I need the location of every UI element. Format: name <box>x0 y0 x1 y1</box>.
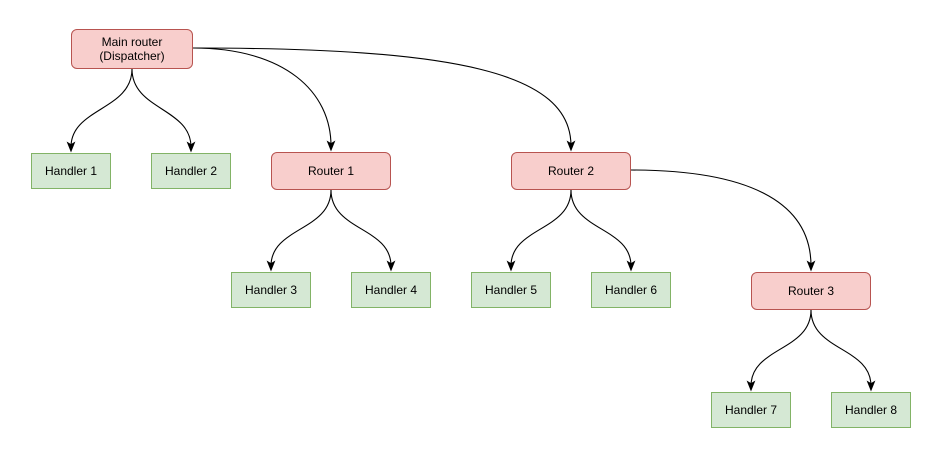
node-label-main-router: Main router (Dispatcher) <box>99 35 165 63</box>
node-label-handler-4: Handler 4 <box>364 283 418 297</box>
node-handler-5[interactable]: Handler 5 <box>471 272 551 308</box>
edge-router-2-to-router-3 <box>630 169 816 272</box>
edge-main-to-router-2 <box>192 47 576 152</box>
node-router-2[interactable]: Router 2 <box>511 152 631 190</box>
node-label-handler-8: Handler 8 <box>844 403 898 417</box>
node-handler-4[interactable]: Handler 4 <box>351 272 431 308</box>
edge-router-1-to-handler-4 <box>330 189 396 272</box>
edge-router-3-to-handler-7 <box>746 309 812 392</box>
edge-router-1-to-handler-3 <box>266 189 332 272</box>
node-label-handler-2: Handler 2 <box>164 164 218 178</box>
node-label-handler-6: Handler 6 <box>604 283 658 297</box>
node-handler-7[interactable]: Handler 7 <box>711 392 791 428</box>
edge-router-2-to-handler-5 <box>506 189 572 272</box>
node-router-1[interactable]: Router 1 <box>271 152 391 190</box>
edge-main-to-handler-2 <box>131 68 196 153</box>
node-router-3[interactable]: Router 3 <box>751 272 871 310</box>
node-handler-1[interactable]: Handler 1 <box>31 153 111 189</box>
edge-router-3-to-handler-8 <box>810 309 876 392</box>
node-label-router-3: Router 3 <box>787 284 835 298</box>
node-label-handler-5: Handler 5 <box>484 283 538 297</box>
node-handler-6[interactable]: Handler 6 <box>591 272 671 308</box>
node-handler-3[interactable]: Handler 3 <box>231 272 311 308</box>
edge-main-to-router-1 <box>192 47 336 152</box>
node-handler-8[interactable]: Handler 8 <box>831 392 911 428</box>
node-label-handler-7: Handler 7 <box>724 403 778 417</box>
node-label-handler-3: Handler 3 <box>244 283 298 297</box>
node-main-router[interactable]: Main router (Dispatcher) <box>71 29 193 69</box>
edge-router-2-to-handler-6 <box>570 189 636 272</box>
edges-group <box>66 47 876 392</box>
node-label-handler-1: Handler 1 <box>44 164 98 178</box>
node-label-router-2: Router 2 <box>547 164 595 178</box>
node-handler-2[interactable]: Handler 2 <box>151 153 231 189</box>
edge-main-to-handler-1 <box>66 68 133 153</box>
node-label-router-1: Router 1 <box>307 164 355 178</box>
